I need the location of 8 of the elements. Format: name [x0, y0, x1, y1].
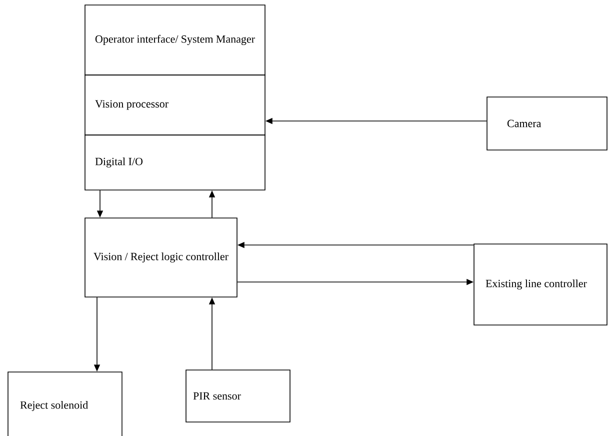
process-box: Existing line controller	[474, 244, 608, 326]
process-box: Camera	[486, 96, 608, 150]
process-box: Digital I/O	[84, 134, 266, 190]
process-box: PIR sensor	[186, 370, 290, 422]
process-box: Vision processor	[84, 74, 266, 136]
process-box: Vision / Reject logic controller	[84, 218, 238, 298]
process-box: Operator interface/ System Manager	[84, 4, 266, 76]
process-box: Reject solenoid	[8, 372, 122, 436]
